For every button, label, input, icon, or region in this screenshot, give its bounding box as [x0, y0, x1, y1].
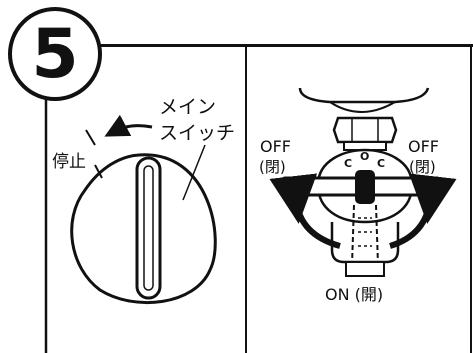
label-off-right-sub: (閉) — [409, 158, 436, 176]
valve-handle-on-ghost — [351, 204, 379, 266]
stray-dot: . — [70, 225, 73, 234]
valve-mark-o: O — [360, 150, 369, 163]
rotate-arrow-right — [389, 173, 457, 249]
label-off-right: OFF — [408, 137, 439, 156]
valve-hex-nut — [332, 116, 398, 144]
main-switch-grip-inner — [143, 165, 154, 291]
valve-stem — [355, 170, 375, 204]
panel-frame — [44, 44, 473, 353]
main-switch-leader — [182, 144, 206, 201]
label-main-switch-line2: スイッチ — [159, 122, 235, 144]
rotate-arrow-left — [269, 173, 341, 249]
main-switch-grip — [135, 156, 162, 300]
main-switch-panel: メイン スイッチ 停止 . — [52, 96, 235, 304]
label-main-switch-line1: メイン — [159, 96, 216, 118]
valve-mark-c-left: C — [344, 157, 352, 170]
valve-outlet — [345, 261, 385, 277]
label-on: ON (開) — [325, 285, 383, 304]
label-off-left: OFF — [260, 137, 291, 156]
valve-top-curve — [329, 101, 396, 114]
step-badge-circle — [8, 7, 102, 101]
stop-tick-upper — [85, 129, 96, 146]
step-badge: 5 — [8, 7, 102, 101]
valve-mark-c-right: C — [377, 157, 385, 170]
step-number: 5 — [31, 15, 78, 94]
valve-lower-body — [330, 222, 400, 264]
stop-tick-lower — [94, 164, 103, 179]
valve-top-bracket — [298, 87, 430, 104]
rotate-left-arrow — [104, 114, 153, 137]
label-off-left-sub: (閉) — [259, 158, 286, 176]
valve-panel: C O C OFF (閉) OFF (閉) ON (開) — [259, 87, 457, 304]
label-stop: 停止 — [52, 152, 86, 172]
